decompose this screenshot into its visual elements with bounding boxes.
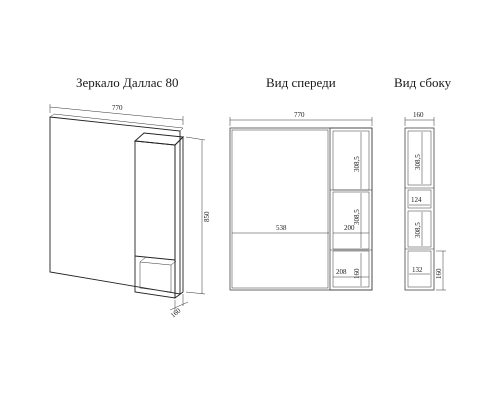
iso-panel-top-edge (49, 113, 184, 132)
iso-width-label: 770 (112, 104, 123, 112)
iso-cabinet-top (133, 132, 184, 146)
side-shelf-gap-box (407, 189, 432, 209)
iso-cabinet-side (174, 135, 184, 299)
title-side-view: Вид сбоку (394, 75, 452, 90)
iso-width-dim-line (49, 106, 184, 121)
front-cabinet-width-label: 200 (344, 224, 355, 232)
front-shelf-upper-label: 308,5 (353, 156, 361, 172)
side-shelf-top (407, 130, 432, 186)
side-gap-label: 124 (411, 196, 422, 204)
side-view: 160 308,5 124 308,5 132 160 (404, 111, 446, 291)
front-niche-height-label: 160 (353, 268, 361, 279)
front-niche-width-label: 208 (336, 268, 347, 276)
front-cabinet-shelf-middle (332, 191, 370, 250)
front-cabinet-niche (332, 250, 370, 288)
front-mirror-width-label: 538 (276, 224, 287, 232)
iso-depth-dim-line (169, 301, 189, 311)
title-front-view: Вид спереди (266, 75, 336, 90)
side-shelf-bottom (407, 210, 432, 248)
title-product: Зеркало Даллас 80 (76, 75, 179, 90)
front-view: 770 538 200 208 308,5 308,5 160 (229, 111, 373, 291)
iso-depth-label: 160 (169, 306, 183, 319)
isometric-view: 770 850 160 (49, 104, 211, 320)
iso-cabinet-front (134, 140, 176, 299)
front-outer-frame (229, 127, 373, 291)
side-depth-label: 160 (413, 111, 424, 119)
front-cabinet (329, 127, 373, 291)
iso-door-bottom-edge (134, 255, 176, 261)
iso-height-label: 850 (203, 211, 211, 222)
side-shelf-lower-label: 308,5 (414, 222, 422, 238)
front-cabinet-shelf-top (332, 130, 370, 191)
side-shelf-upper-label: 308,5 (414, 154, 422, 170)
front-mirror-area (231, 129, 329, 289)
front-shelf-lower-label: 308,5 (353, 209, 361, 225)
side-outer-frame (404, 127, 435, 291)
side-niche (407, 250, 432, 288)
iso-open-niche (139, 261, 172, 293)
side-niche-depth-label: 132 (412, 266, 423, 274)
front-width-label: 770 (294, 111, 305, 119)
side-niche-height-label: 160 (435, 268, 443, 279)
